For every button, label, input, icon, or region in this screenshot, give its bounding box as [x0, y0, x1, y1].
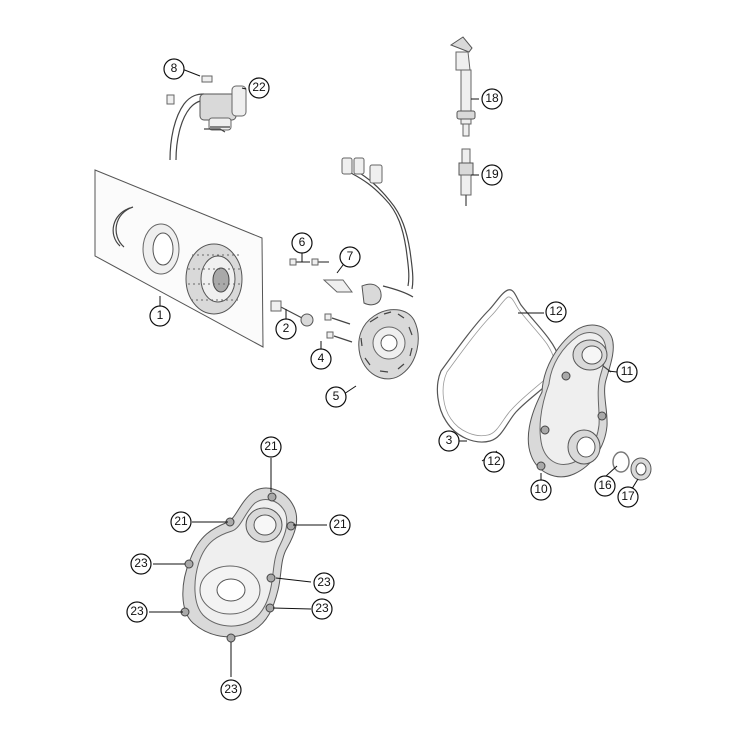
stator-assembly — [341, 157, 419, 380]
lower-ignition-cover — [180, 487, 298, 643]
callout-11-label: 11 — [621, 364, 634, 378]
callout-21-top-label: 21 — [264, 439, 278, 453]
fasteners-center — [270, 258, 382, 343]
callout-12-top-label: 12 — [549, 304, 563, 318]
callout-5-label: 5 — [333, 389, 340, 403]
callout-23-left-bottom: 23 — [126, 601, 148, 623]
callout-21-right: 21 — [329, 514, 351, 536]
callout-8: 8 — [163, 58, 185, 80]
callout-19: 19 — [481, 164, 503, 186]
callout-22: 22 — [248, 77, 270, 99]
callout-10-label: 10 — [534, 482, 548, 496]
callout-3-label: 3 — [446, 433, 453, 447]
callout-23-left-top-label: 23 — [134, 556, 148, 570]
callout-17-label: 17 — [621, 489, 635, 503]
callout-12-bottom-label: 12 — [487, 454, 501, 468]
callout-8-label: 8 — [171, 61, 178, 75]
callout-18: 18 — [481, 88, 503, 110]
callout-12-bottom: 12 — [483, 451, 505, 473]
callout-21-left: 21 — [170, 511, 192, 533]
callout-1-label: 1 — [157, 308, 164, 322]
callout-23-right-top: 23 — [313, 572, 335, 594]
callout-2-label: 2 — [283, 321, 290, 335]
spark-plug-assembly — [449, 36, 476, 206]
callout-16: 16 — [594, 475, 616, 497]
callout-23-left-top: 23 — [130, 553, 152, 575]
callout-23-bottom-label: 23 — [224, 682, 238, 696]
callout-1: 1 — [149, 305, 171, 327]
callout-3: 3 — [438, 430, 460, 452]
flywheel-assembly — [94, 169, 264, 348]
callout-11: 11 — [616, 361, 638, 383]
callout-4-label: 4 — [318, 351, 325, 365]
callout-16-label: 16 — [598, 478, 612, 492]
callout-23-right-bottom-label: 23 — [315, 601, 329, 615]
callout-10: 10 — [530, 479, 552, 501]
callout-18-label: 18 — [485, 91, 499, 105]
callout-6-label: 6 — [299, 235, 306, 249]
callout-21-left-label: 21 — [174, 514, 188, 528]
callout-19-label: 19 — [485, 167, 499, 181]
callout-5: 5 — [325, 386, 347, 408]
callout-17: 17 — [617, 486, 639, 508]
callout-4: 4 — [310, 348, 332, 370]
callout-7: 7 — [339, 246, 361, 268]
callout-7-label: 7 — [347, 249, 354, 263]
callout-23-right-bottom: 23 — [311, 598, 333, 620]
ignition-coil-assembly — [166, 75, 247, 161]
callout-2: 2 — [275, 318, 297, 340]
callout-12-top: 12 — [545, 301, 567, 323]
callout-6: 6 — [291, 232, 313, 254]
callout-22-label: 22 — [252, 80, 266, 94]
callout-21-top: 21 — [260, 436, 282, 458]
callout-23-bottom: 23 — [220, 679, 242, 701]
callout-23-left-bottom-label: 23 — [130, 604, 144, 618]
callout-23-right-top-label: 23 — [317, 575, 331, 589]
callout-21-right-label: 21 — [333, 517, 347, 531]
right-ignition-cover — [527, 324, 652, 481]
